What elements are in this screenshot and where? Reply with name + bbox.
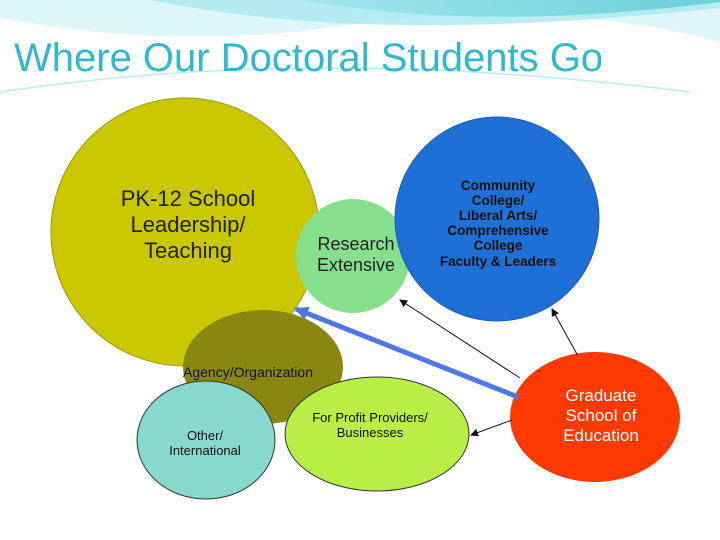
agency-label: Agency/Organization	[168, 364, 328, 381]
community-label: Community College/ Liberal Arts/ Compreh…	[418, 178, 578, 269]
graduate-label: Graduate School of Education	[536, 386, 666, 446]
arrow-to-forprofit	[471, 420, 512, 435]
arrow-to-community	[552, 309, 578, 356]
forprofit-label: For Profit Providers/ Businesses	[290, 410, 450, 441]
pk12-label: PK-12 School Leadership/ Teaching	[78, 186, 298, 264]
other-label: Other/ International	[150, 428, 260, 459]
research-label: Research Extensive	[296, 234, 416, 276]
slide-title: Where Our Doctoral Students Go	[14, 36, 714, 81]
